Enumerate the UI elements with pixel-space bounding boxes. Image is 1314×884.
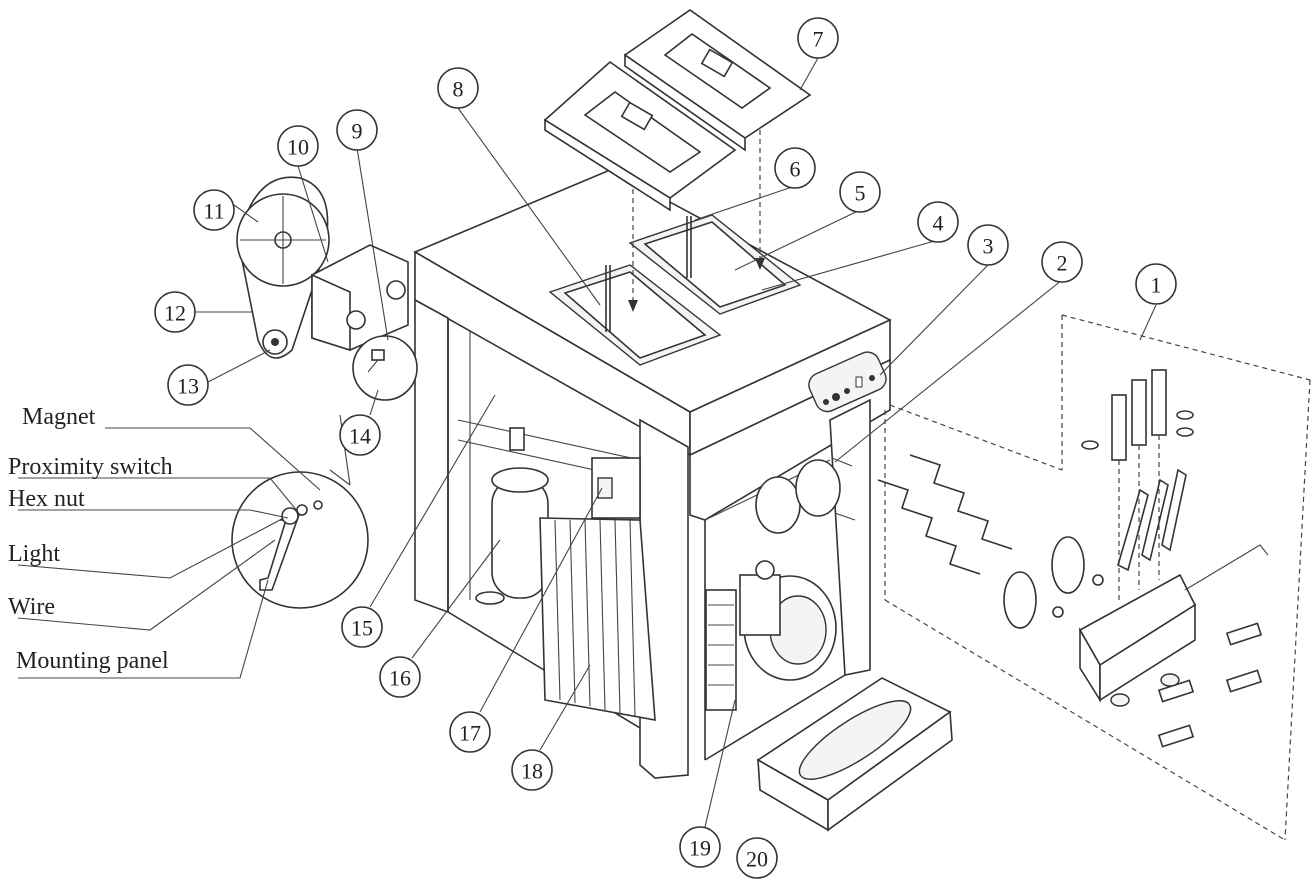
callout-11-label: 11 [203,199,224,224]
callout-14-label: 14 [349,424,371,449]
callout-3: 3 [967,224,1009,266]
callout-6-label: 6 [790,157,801,182]
callout-10-label: 10 [287,135,309,160]
label-proximity-switch: Proximity switch [8,454,173,480]
callout-16: 16 [379,656,421,698]
callout-3-label: 3 [983,234,994,259]
callout-14: 14 [339,414,381,456]
callout-5-label: 5 [855,181,866,206]
callout-19-label: 19 [689,836,711,861]
callout-7-label: 7 [813,27,824,52]
callout-11: 11 [193,189,235,231]
callout-2-label: 2 [1057,251,1068,276]
callout-7: 7 [797,17,839,59]
callout-5: 5 [839,171,881,213]
label-magnet: Magnet [22,404,96,430]
callout-12: 12 [154,291,196,333]
label-light: Light [8,541,60,567]
callout-18: 18 [511,749,553,791]
callout-1: 1 [1135,263,1177,305]
callout-17: 17 [449,711,491,753]
callout-8-label: 8 [453,77,464,102]
callout-8: 8 [437,67,479,109]
callout-15: 15 [341,606,383,648]
label-mounting-panel: Mounting panel [16,648,169,674]
leader-lines [17,57,1157,828]
callout-15-label: 15 [351,616,373,641]
callout-19: 19 [679,826,721,868]
callout-9: 9 [336,109,378,151]
callout-16-label: 16 [389,666,411,691]
callout-4-label: 4 [933,211,944,236]
machine-cabinet [413,85,892,779]
label-wire: Wire [8,594,55,620]
callout-17-label: 17 [459,721,481,746]
callout-13: 13 [167,364,209,406]
hopper-lids [543,9,812,212]
callout-1-label: 1 [1151,273,1162,298]
callout-10: 10 [277,125,319,167]
detail-labels: Magnet Proximity switch Hex nut Light Wi… [8,404,173,674]
internal-components [475,427,837,721]
gearbox-belt-assembly [236,176,418,401]
part-number-callouts: 1 2 3 4 5 6 7 8 9 10 11 12 13 14 15 16 1… [154,17,1177,879]
label-hex-nut: Hex nut [8,486,85,512]
callout-12-label: 12 [164,301,186,326]
callout-9-label: 9 [352,119,363,144]
dispensing-door-assembly [877,314,1311,841]
callout-2: 2 [1041,241,1083,283]
callout-6: 6 [774,147,816,189]
callout-20-label: 20 [746,847,768,872]
callout-18-label: 18 [521,759,543,784]
callout-4: 4 [917,201,959,243]
callout-20: 20 [736,837,778,879]
drip-tray [756,677,953,832]
callout-13-label: 13 [177,374,199,399]
